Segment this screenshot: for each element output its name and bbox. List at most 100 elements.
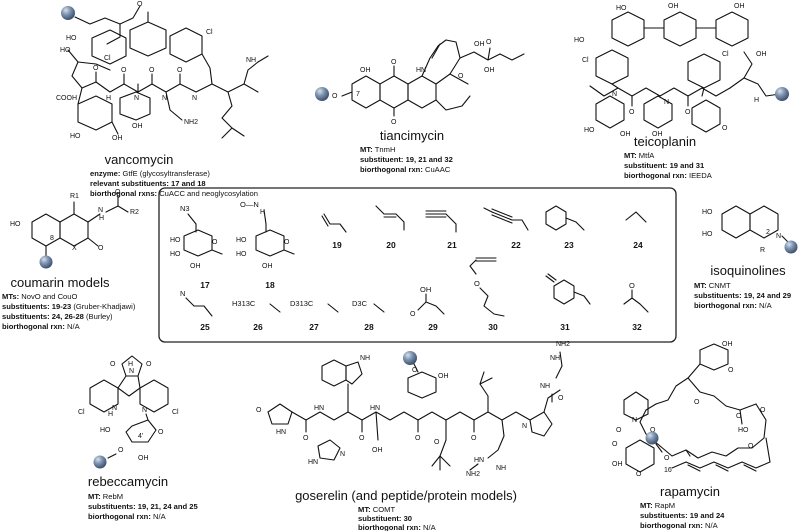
coumarin-name: coumarin models <box>11 275 110 290</box>
atom: Cl <box>78 409 85 416</box>
rapamycin-line-1: MT: RapM <box>640 501 675 510</box>
atom: N <box>142 407 147 414</box>
atom: 2 <box>766 229 770 236</box>
substituent-number: 20 <box>386 240 396 250</box>
substituent-number: 18 <box>265 280 275 290</box>
attachment-ball <box>39 255 53 269</box>
teicoplanin-line-2: substituent: 19 and 31 <box>624 161 705 170</box>
substituent-18: O—N H HO HO O OH 18 <box>236 200 295 290</box>
info-value: 19, 24 and 29 <box>744 291 791 300</box>
goserelin-line-3: biorthogonal rxn: N/A <box>358 523 437 531</box>
atom: O <box>284 239 290 246</box>
info-value: 19 and 31 <box>670 161 705 170</box>
info-label: biorthogonal rxns: <box>90 189 159 198</box>
info-note: (Burley) <box>84 312 113 321</box>
atom: O <box>471 435 477 442</box>
atom: OH <box>484 67 495 74</box>
substituent-number: 19 <box>332 240 342 250</box>
info-value: 24, 26-28 <box>52 312 84 321</box>
atom: O <box>486 39 492 46</box>
info-label: relevant substituents: <box>90 179 171 188</box>
info-value: 19 and 24 <box>690 511 725 520</box>
atom: R2 <box>130 209 139 216</box>
atom: NH2 <box>184 119 198 126</box>
info-label: MT: <box>358 505 373 514</box>
info-value: GtfE (glycosyltransferase) <box>123 169 211 178</box>
atom: NH2 <box>466 471 480 478</box>
atom: OH <box>722 341 733 348</box>
atom: Cl <box>582 57 589 64</box>
info-label: biorthogonal rxn: <box>624 171 689 180</box>
rebeccamycin-structure: H N O O Cl Cl N H N HO O 4' OH O <box>78 355 179 469</box>
rebeccamycin-line-3: biorthogonal rxn: N/A <box>88 512 167 521</box>
info-label: substituent: <box>358 514 404 523</box>
isotope-label: H313C <box>232 299 256 308</box>
atom: N <box>129 368 134 375</box>
tiancimycin-line-3: biorthogonal rxn: CuAAC <box>360 165 451 174</box>
atom: HO <box>170 237 181 244</box>
atom: N <box>162 95 167 102</box>
atom: O <box>434 439 440 446</box>
atom: 7 <box>356 91 360 98</box>
substituent-number: 21 <box>447 240 457 250</box>
atom: O <box>410 311 416 318</box>
atom: R1 <box>70 193 79 200</box>
atom: 8 <box>50 235 54 242</box>
acid-label: OH <box>420 285 431 294</box>
substituent-32: O 32 <box>623 281 649 332</box>
substituent-19: 19 <box>321 213 347 250</box>
atom: O <box>149 67 155 74</box>
atom: O <box>391 119 397 126</box>
info-value: RebM <box>103 492 123 501</box>
rapamycin-line-3: biorthogonal rxn: N/A <box>640 521 719 530</box>
info-label: MT: <box>640 501 655 510</box>
atom: OH <box>734 3 745 10</box>
info-value: COMT <box>373 505 396 514</box>
info-label: MT: <box>624 151 639 160</box>
atom: OH <box>620 131 631 138</box>
coumarin-line-4: biorthogonal rxn: N/A <box>2 322 81 331</box>
teicoplanin-structure: HO OH OH Cl Cl HO OH H O O N N HO OH OH … <box>574 3 789 138</box>
atom: O <box>412 367 418 374</box>
nitrile-label: N <box>180 289 185 298</box>
isotope-label: D313C <box>290 299 314 308</box>
atom: HN <box>416 67 426 74</box>
info-label: substituents: <box>88 502 138 511</box>
atom: O <box>616 427 622 434</box>
atom: O <box>93 65 99 72</box>
info-label: biorthogonal rxn: <box>694 301 759 310</box>
atom: O <box>110 361 116 368</box>
atom: OH <box>668 3 679 10</box>
atom: NH <box>496 465 506 472</box>
atom: 16 <box>664 467 672 474</box>
atom: COOH <box>56 95 77 102</box>
atom: O <box>415 435 421 442</box>
substituent-number: 27 <box>309 322 319 332</box>
attachment-ball <box>784 240 798 254</box>
atom: N <box>522 423 527 430</box>
atom: N <box>340 451 345 458</box>
info-value: CuACC and neoglycosylation <box>159 189 258 198</box>
substituent-number: 31 <box>560 322 570 332</box>
atom: N <box>664 99 669 106</box>
atom: O <box>158 429 164 436</box>
rebeccamycin-line-2: substituents: 19, 21, 24 and 25 <box>88 502 199 511</box>
info-value: CNMT <box>709 281 731 290</box>
rebeccamycin-name: rebeccamycin <box>88 474 168 489</box>
atom: O <box>98 245 104 252</box>
atom: O <box>118 447 124 454</box>
atom: O <box>728 367 734 374</box>
atom: H <box>106 95 111 102</box>
substituent-number: 26 <box>253 322 263 332</box>
atom: HO <box>170 251 181 258</box>
atom: N <box>192 95 197 102</box>
coumarin-line-1: MTs: NovO and CouO <box>2 292 77 301</box>
atom: O <box>303 435 309 442</box>
coumarin-structure: R1 N H O R2 O X HO 8 <box>10 189 139 269</box>
rapamycin-line-2: substituents: 19 and 24 <box>640 511 725 520</box>
substituent-number: 25 <box>200 322 210 332</box>
vancomycin-name: vancomycin <box>105 152 174 167</box>
substituent-number: 32 <box>632 322 642 332</box>
atom: O <box>694 399 700 406</box>
